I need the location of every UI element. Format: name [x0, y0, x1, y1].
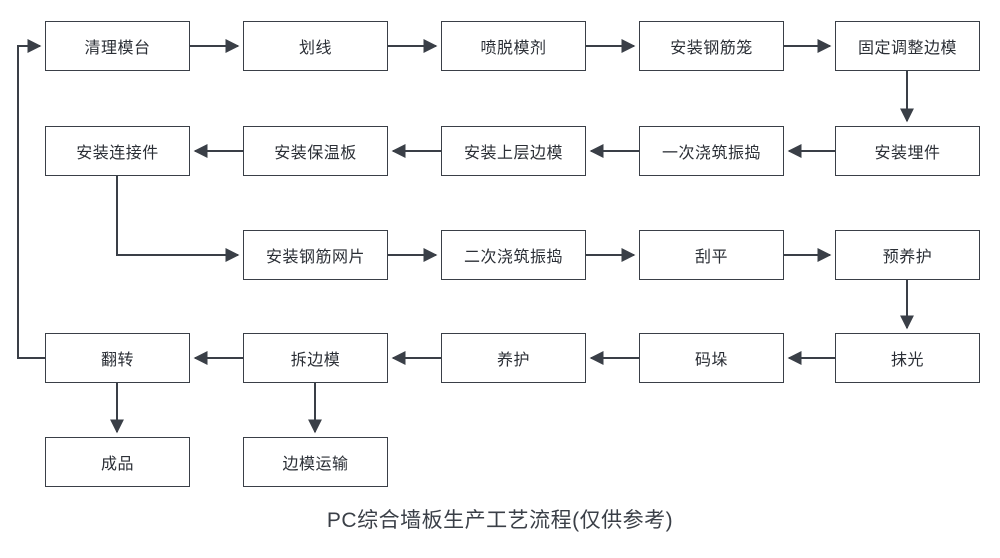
node-anzhuang-lianjiejian[interactable]: 安装连接件: [45, 126, 190, 176]
node-label: 成品: [100, 456, 134, 473]
node-qingli-motai[interactable]: 清理模台: [45, 21, 190, 71]
node-bianmo-yunshu[interactable]: 边模运输: [243, 437, 388, 487]
node-label: 划线: [298, 40, 332, 57]
node-label: 拆边模: [290, 352, 341, 369]
node-fanzhuan[interactable]: 翻转: [45, 333, 190, 383]
node-anzhuang-baowenban[interactable]: 安装保温板: [243, 126, 388, 176]
node-label: 预养护: [882, 249, 933, 266]
node-huaxian[interactable]: 划线: [243, 21, 388, 71]
node-erci-jiaozhu-zhendao[interactable]: 二次浇筑振捣: [441, 230, 586, 280]
node-label: 翻转: [100, 352, 134, 369]
node-label: 安装上层边模: [463, 145, 563, 162]
node-label: 边模运输: [282, 456, 349, 473]
node-label: 安装连接件: [76, 145, 159, 162]
node-label: 安装钢筋笼: [670, 40, 753, 57]
edge-n19-n1-feedback: [17, 39, 45, 359]
node-anzhuang-gangjin-wangpian[interactable]: 安装钢筋网片: [243, 230, 388, 280]
diagram-caption: PC综合墙板生产工艺流程(仅供参考): [326, 509, 674, 532]
node-label: 喷脱模剂: [480, 40, 547, 57]
node-yuyanghu[interactable]: 预养护: [835, 230, 980, 280]
node-chai-bianmo[interactable]: 拆边模: [243, 333, 388, 383]
node-guding-tiaozheng-bianmo[interactable]: 固定调整边模: [835, 21, 980, 71]
node-anzhuang-gangjinlong[interactable]: 安装钢筋笼: [639, 21, 784, 71]
node-label: 安装保温板: [274, 145, 357, 162]
node-maduo[interactable]: 码垛: [639, 333, 784, 383]
node-pen-tuomoji[interactable]: 喷脱模剂: [441, 21, 586, 71]
node-label: 抹光: [890, 352, 924, 369]
node-label: 固定调整边模: [857, 40, 957, 57]
node-label: 二次浇筑振捣: [463, 249, 563, 266]
node-chengpin[interactable]: 成品: [45, 437, 190, 487]
node-label: 一次浇筑振捣: [661, 145, 761, 162]
node-yanghu[interactable]: 养护: [441, 333, 586, 383]
node-label: 安装钢筋网片: [265, 249, 365, 266]
node-label: 刮平: [694, 249, 728, 266]
edge-n10-n11: [116, 176, 240, 262]
node-anzhuang-maijian[interactable]: 安装埋件: [835, 126, 980, 176]
node-moguang[interactable]: 抹光: [835, 333, 980, 383]
node-label: 清理模台: [84, 40, 151, 57]
node-label: 码垛: [694, 352, 728, 369]
node-label: 安装埋件: [874, 145, 941, 162]
node-label: 养护: [496, 352, 530, 369]
node-anzhuang-shangceng-bianmo[interactable]: 安装上层边模: [441, 126, 586, 176]
node-yici-jiaozhu-zhendao[interactable]: 一次浇筑振捣: [639, 126, 784, 176]
node-guaping[interactable]: 刮平: [639, 230, 784, 280]
